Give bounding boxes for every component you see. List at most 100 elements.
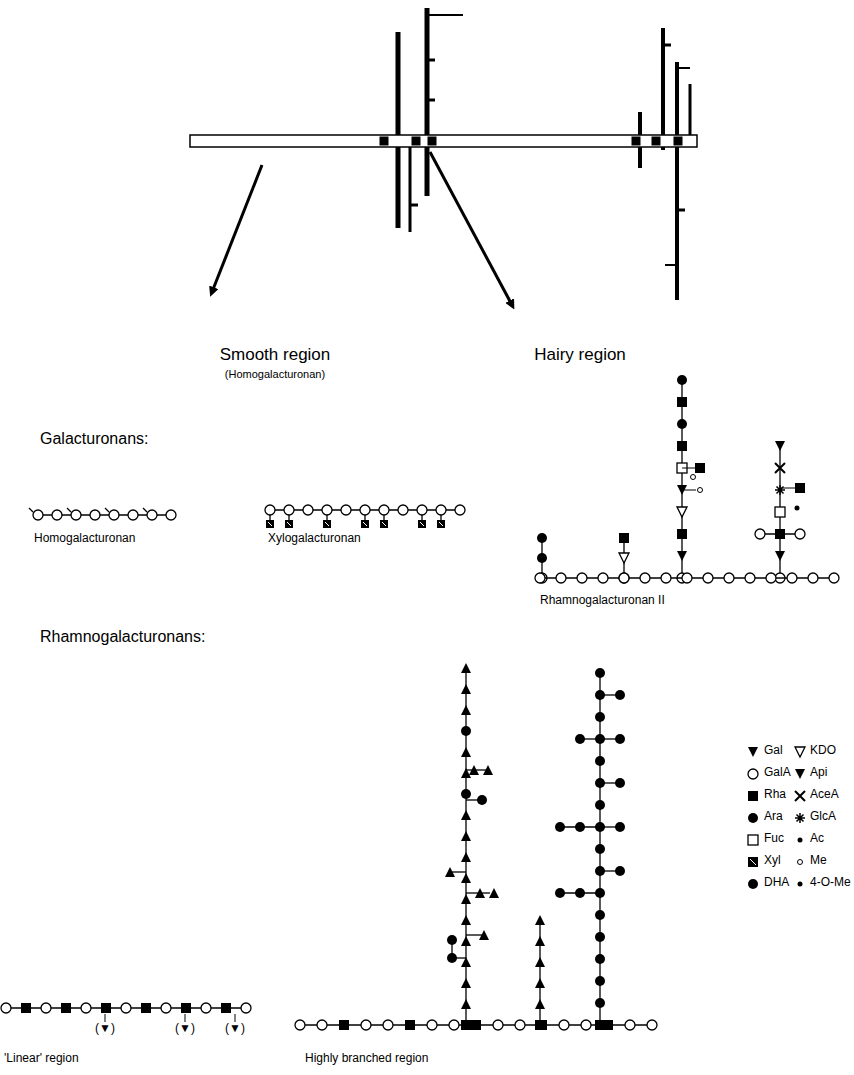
sugar-symbol [748,791,758,801]
structure-label: 'Linear' region [4,1052,79,1066]
sugar-symbol [361,1020,371,1030]
sugar-symbol [266,520,274,528]
sugar-symbol [360,505,370,515]
sugar-symbol [555,822,565,832]
sugar-symbol [615,866,625,876]
sugar-chains [1,375,839,1030]
sugar-symbol [479,930,489,940]
sugar-symbol [575,734,585,744]
glycosidic-bond [67,508,71,512]
sugar-symbol [750,859,756,865]
sugar-symbol [537,553,547,563]
legend-text: Rha [764,788,786,802]
sugar-symbol [325,522,329,526]
sugar-symbol [795,791,805,801]
sugar-symbol [595,712,605,722]
glycosidic-bond [466,934,482,935]
legend-text: Fuc [764,832,784,846]
structure-label: Highly branched region [305,1052,428,1066]
sugar-symbol [461,978,471,988]
sugar-symbol [493,1020,503,1030]
sugar-symbol [379,505,389,515]
sugar-symbol [461,789,471,799]
structure-label: (▼) [175,1022,195,1036]
legend-text: Xyl [764,854,781,868]
legend-text: GalA [764,766,791,780]
sugar-symbol [677,397,687,407]
sugar-symbol [147,510,157,520]
structure-label: Rhamnogalacturonan II [540,594,665,608]
sugar-symbol [575,822,585,832]
legend-text: Me [810,854,827,868]
sugar-symbol [535,978,545,988]
sugar-symbol [619,533,629,543]
sugar-symbol [71,510,81,520]
legend-text: AceA [810,788,839,802]
sugar-symbol [581,1020,591,1030]
legend-text: Api [810,766,827,780]
sugar-symbol [798,838,803,843]
sugar-symbol [535,936,545,946]
glycosidic-bond [143,508,147,512]
sugar-symbol [615,734,625,744]
sugar-symbol [787,573,797,583]
glycosidic-bond [682,490,696,491]
sugar-symbol [698,488,703,493]
sugar-symbol [615,690,625,700]
legend-text: KDO [810,744,836,758]
sugar-symbol [595,998,605,1008]
sugar-symbol [322,505,332,515]
sugar-symbol [559,1020,569,1030]
sugar-symbol [535,915,545,925]
sugar-symbol [595,954,605,964]
sugar-symbol [677,375,687,385]
sugar-symbol [461,705,471,715]
sugar-symbol [295,1020,305,1030]
sugar-symbol [595,932,605,942]
sugar-symbol [640,573,650,583]
sugar-symbol [398,505,408,515]
sugar-symbol [619,573,629,583]
sugar-symbol [555,888,565,898]
sugar-symbol [556,573,566,583]
sugar-symbol [241,1003,251,1013]
sugar-symbol [745,573,755,583]
sugar-symbol [795,506,800,511]
sugar-symbol [128,510,138,520]
glycosidic-bond [235,1014,236,1022]
glycosidic-bond [105,1014,106,1022]
glycosidic-bond [29,508,33,512]
sugar-symbol [795,813,805,823]
sugar-symbol [619,553,629,563]
sugar-symbol [461,810,471,820]
sugar-symbol [121,1003,131,1013]
sugar-symbol [436,505,446,515]
sugar-symbol [461,684,471,694]
sugar-symbol [268,522,272,526]
sugar-symbol [21,1003,31,1013]
sugar-symbol [455,505,465,515]
sugar-symbol [265,505,275,515]
glycosidic-bond [760,533,800,534]
sugar-symbol [445,867,455,877]
sugar-symbol [141,1003,151,1013]
sugar-symbol [615,822,625,832]
sugar-symbol [677,419,687,429]
glycosidic-bond [105,508,109,512]
sugar-symbol [603,1020,613,1030]
sugar-symbol [829,573,839,583]
sugar-symbol [201,1003,211,1013]
sugar-symbol [339,1020,349,1030]
legend-text: Ara [764,810,783,824]
sugar-symbol [287,522,291,526]
sugar-symbol [619,573,629,583]
sugar-symbol [405,1020,415,1030]
glycosidic-bond [539,920,540,1025]
sugar-symbol [598,573,608,583]
sugar-symbol [798,882,803,887]
legend-text: DHA [764,876,789,890]
sugar-symbol [537,533,547,543]
sugar-symbol [695,463,705,473]
sugar-symbol [775,485,785,495]
sugar-symbol [798,860,803,865]
